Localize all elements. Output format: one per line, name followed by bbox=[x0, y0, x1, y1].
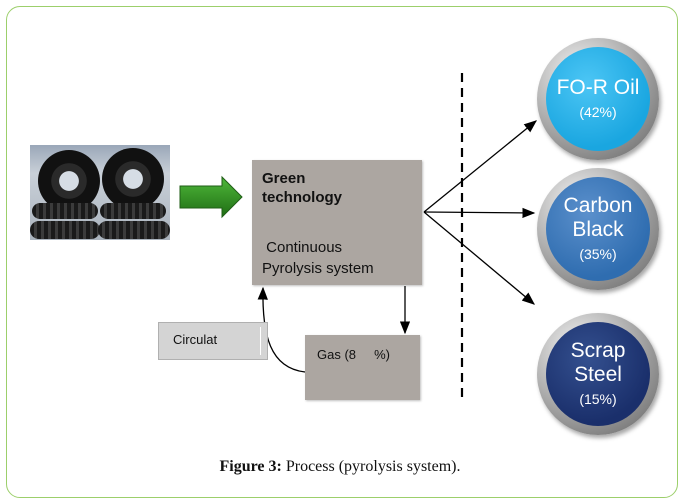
output-oil: FO-R Oil (42%) bbox=[537, 38, 659, 160]
tire-stack-image bbox=[30, 145, 170, 240]
recirculation-arrow bbox=[257, 286, 306, 373]
process-subtitle: Continuous Pyrolysis system bbox=[262, 239, 374, 277]
gas-label: Gas (8 %) bbox=[317, 347, 390, 362]
output-steel-name-line1: Scrap bbox=[570, 339, 626, 362]
output-steel: Scrap Steel (15%) bbox=[537, 313, 659, 435]
caption-text: Process (pyrolysis system). bbox=[281, 458, 461, 475]
gas-box: Gas (8 %) bbox=[305, 335, 420, 400]
output-steel-disc: Scrap Steel (15%) bbox=[546, 322, 650, 426]
circulat-label: Circulat bbox=[173, 332, 218, 347]
process-title-line1: Green bbox=[262, 170, 306, 187]
arrow-to-oil bbox=[423, 120, 538, 213]
circulat-box: Circulat bbox=[158, 322, 268, 360]
output-steel-percent: (15%) bbox=[579, 391, 617, 407]
output-carbon-disc: Carbon Black (35%) bbox=[546, 177, 650, 281]
output-carbon-name-line1: Carbon bbox=[563, 194, 633, 217]
caption-label: Figure 3: bbox=[219, 458, 282, 475]
output-oil-name: FO-R Oil bbox=[556, 76, 640, 99]
output-oil-percent: (42%) bbox=[579, 104, 617, 120]
output-oil-disc: FO-R Oil (42%) bbox=[546, 47, 650, 151]
output-steel-name-line2: Steel bbox=[574, 363, 622, 386]
input-arrow bbox=[179, 175, 243, 219]
process-box: Green technology Continuous Pyrolysis sy… bbox=[252, 160, 422, 285]
process-title-line2: technology bbox=[262, 189, 343, 206]
output-carbon-name-line2: Black bbox=[572, 218, 624, 241]
arrow-to-steel bbox=[423, 211, 535, 305]
connector-layer bbox=[179, 73, 538, 400]
output-carbon-percent: (35%) bbox=[579, 246, 617, 262]
process-title: Green technology bbox=[262, 169, 342, 207]
output-carbon: Carbon Black (35%) bbox=[537, 168, 659, 290]
figure-caption: Figure 3: Process (pyrolysis system). bbox=[0, 458, 680, 476]
arrow-to-carbon bbox=[423, 207, 536, 219]
